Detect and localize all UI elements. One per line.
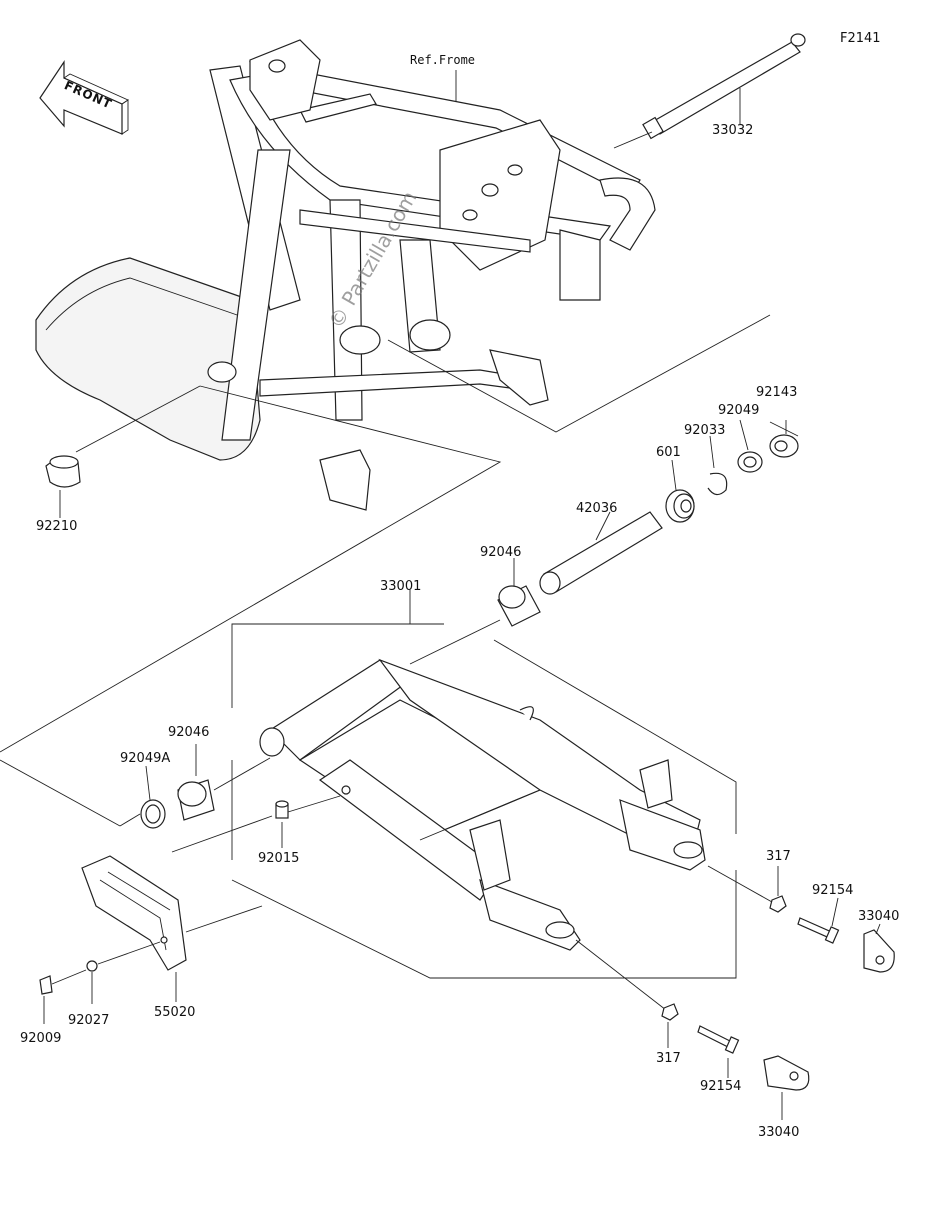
label-92046-top: 92046 (480, 545, 521, 560)
bearing-92046-top (497, 585, 541, 627)
bearing-601 (665, 489, 695, 523)
bracket-33001-bottom (231, 870, 737, 979)
label-92210: 92210 (36, 519, 77, 534)
leader-601 (671, 459, 677, 491)
label-601: 601 (656, 445, 681, 460)
label-33001: 33001 (380, 579, 421, 594)
label-317-bottom: 317 (656, 1051, 681, 1066)
leader-33040-right (875, 923, 881, 935)
leader-92210 (75, 385, 201, 453)
label-33032: 33032 (712, 123, 753, 138)
collar-92210 (45, 455, 81, 488)
leader-92049A (145, 765, 151, 801)
label-33040-right: 33040 (858, 909, 899, 924)
box-line-55020 (185, 905, 263, 933)
bracket-33001-right (493, 639, 737, 834)
bolt-92154-right (797, 917, 840, 944)
swingarm-33001 (259, 658, 706, 951)
front-arrow-icon: FRONT (39, 60, 129, 135)
box-line-92015 (171, 815, 273, 853)
leader-33001-pivot (409, 619, 501, 665)
label-42036: 42036 (576, 501, 617, 516)
label-92049A: 92049A (120, 751, 170, 766)
leader-92027-part (97, 941, 161, 965)
label-92154-bottom: 92154 (700, 1079, 741, 1094)
ref-frame-label: Ref.Frome (410, 53, 475, 67)
sleeve-42036 (539, 511, 663, 595)
leader-92046-pivot (213, 757, 271, 791)
washer-92027 (86, 960, 98, 972)
leader-92015-part (287, 795, 341, 813)
leader-92049 (739, 419, 749, 451)
leader-33032-frame (613, 131, 653, 149)
label-92046-left: 92046 (168, 725, 209, 740)
label-317-right: 317 (766, 849, 791, 864)
leader-92143-box (769, 421, 799, 437)
label-92009: 92009 (20, 1031, 61, 1046)
bracket-33001-top (231, 623, 444, 708)
leader-317-bottom-part (575, 939, 667, 1011)
label-33040-bottom: 33040 (758, 1125, 799, 1140)
leader-92049A-box (119, 813, 141, 827)
box-line-left (0, 385, 502, 753)
box-line-right (387, 314, 771, 433)
seal-92049A (140, 799, 166, 829)
adjuster-33040-right (863, 929, 895, 973)
label-92033: 92033 (684, 423, 725, 438)
label-92027: 92027 (68, 1013, 109, 1028)
leader-42036 (595, 511, 611, 541)
bolt-92009 (39, 969, 87, 995)
figure-code: F2141 (840, 31, 881, 46)
leader-92154-right (831, 897, 839, 927)
nut-317-right (769, 895, 787, 913)
leader-317-right-part (707, 865, 773, 903)
nut-317-bottom (661, 1003, 679, 1021)
circlip-92033 (707, 472, 728, 496)
adjuster-33040-bottom (763, 1055, 810, 1091)
label-55020: 55020 (154, 1005, 195, 1020)
bearing-92046-left (177, 779, 215, 821)
label-92143: 92143 (756, 385, 797, 400)
frame-assembly: © Partzilla.com (35, 39, 656, 511)
fitting-92015 (275, 800, 289, 819)
label-92154-right: 92154 (812, 883, 853, 898)
bolt-92154-bottom (697, 1025, 740, 1054)
leader-92033 (709, 435, 715, 469)
label-92015: 92015 (258, 851, 299, 866)
chain-guard-55020 (81, 855, 187, 971)
box-line-left-lower (0, 759, 121, 827)
label-92049: 92049 (718, 403, 759, 418)
seal-92049 (737, 451, 763, 473)
collar-92143 (769, 434, 799, 458)
